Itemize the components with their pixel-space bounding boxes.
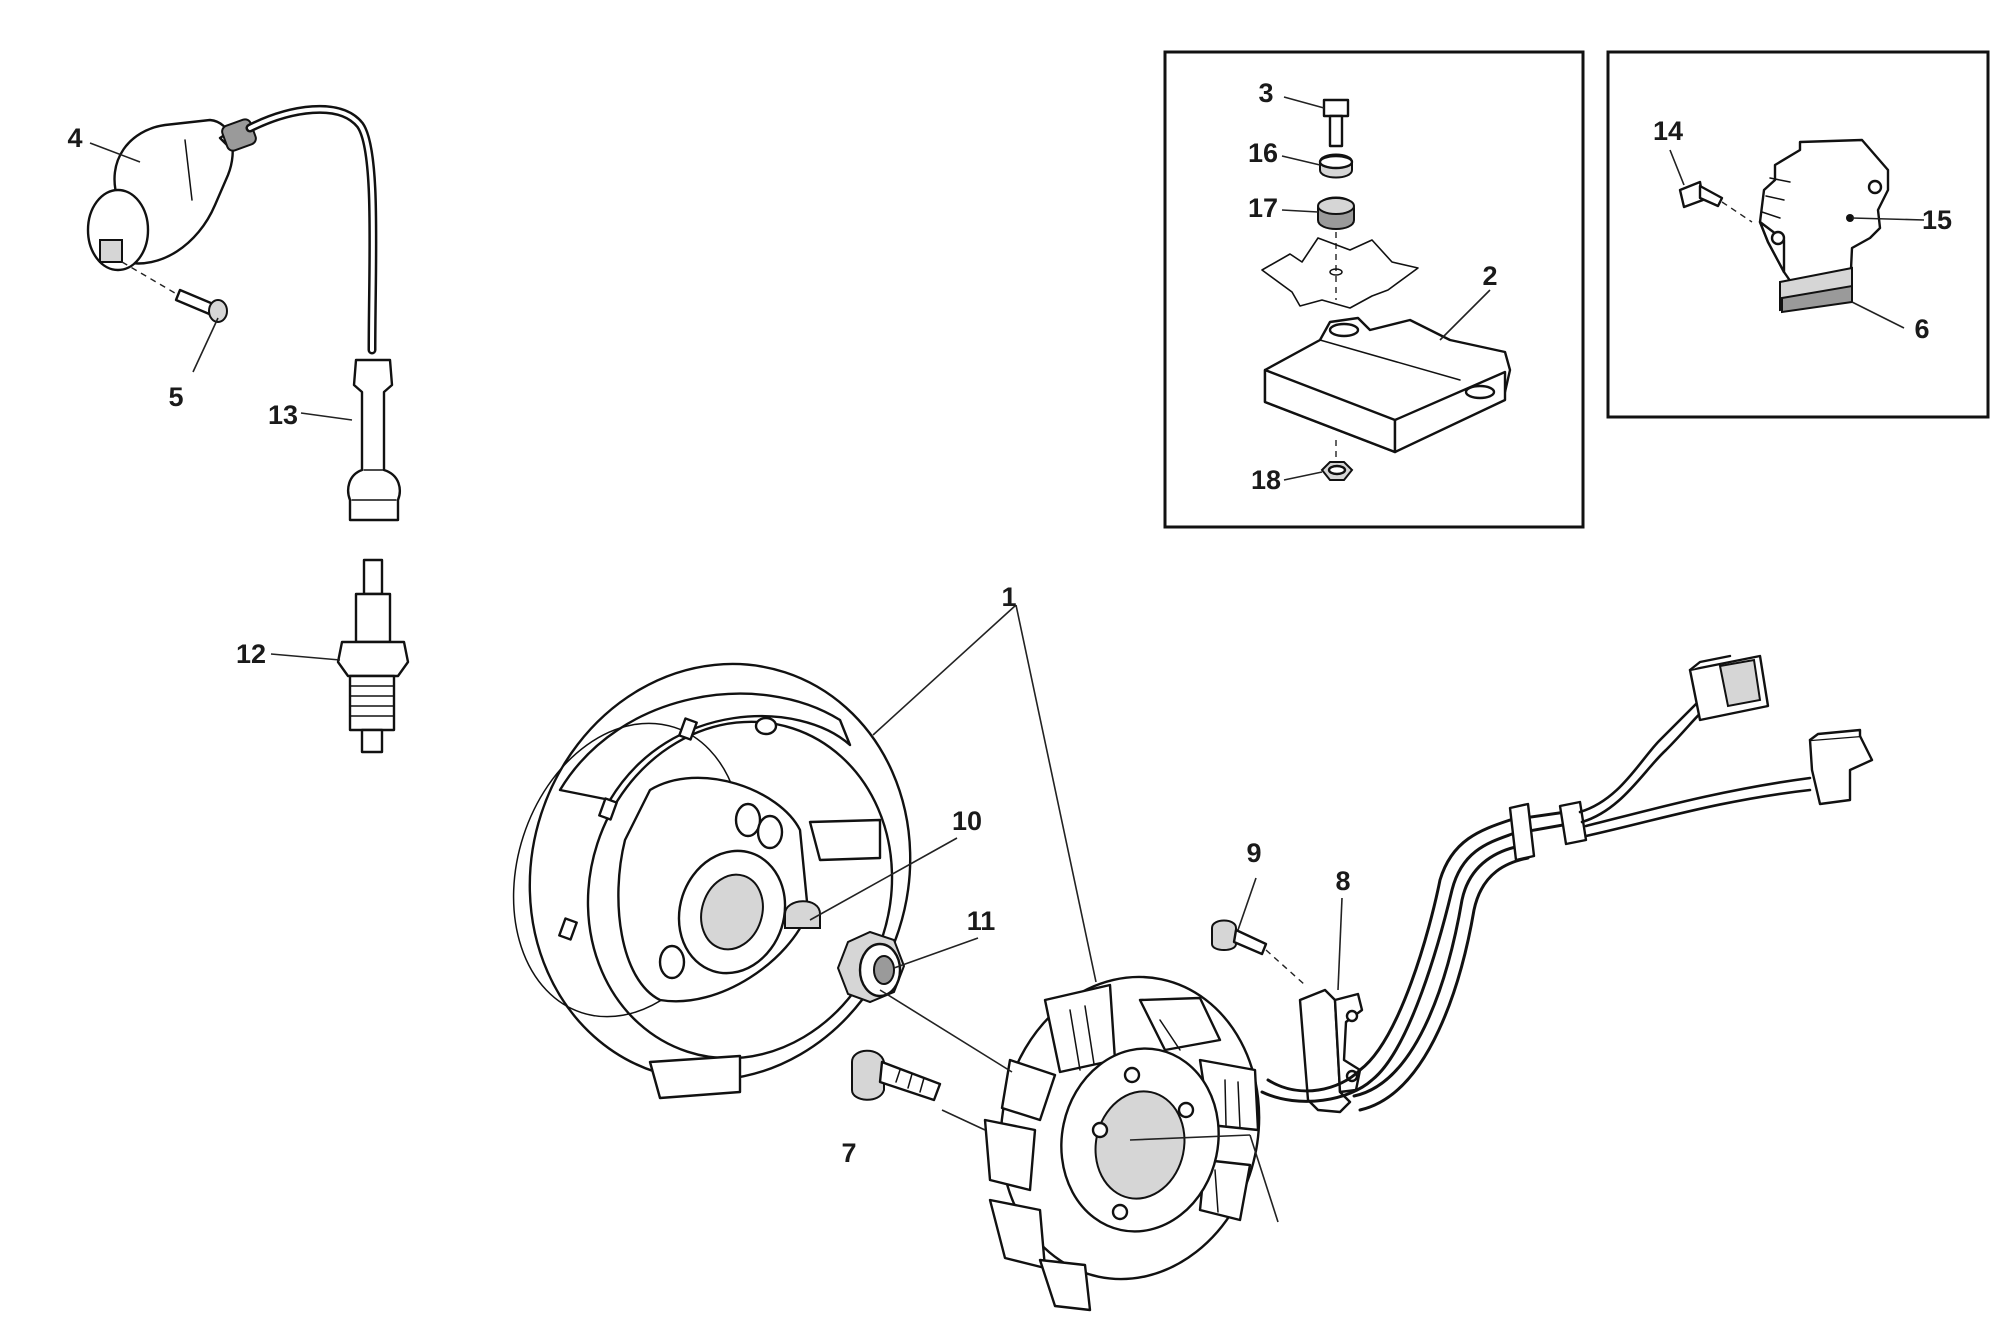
pickup-coil — [1298, 988, 1364, 1114]
callout-15: 15 — [1922, 205, 1952, 235]
spark-plug-cap — [347, 358, 401, 522]
callout-4: 4 — [67, 123, 82, 153]
callout-3: 3 — [1258, 78, 1273, 108]
callout-10: 10 — [952, 806, 982, 836]
callout-11: 11 — [967, 906, 996, 936]
stator-bolt — [851, 1049, 942, 1102]
stator — [983, 975, 1261, 1312]
flywheel-rotor — [512, 662, 912, 1100]
callout-7: 7 — [841, 1138, 856, 1168]
coil-screw — [121, 261, 228, 323]
inset-frame-cdi — [1163, 50, 1585, 529]
callout-2: 2 — [1482, 261, 1497, 291]
flywheel-nut — [836, 930, 906, 1004]
callout-13: 13 — [268, 400, 298, 430]
pickup-screw — [1211, 919, 1306, 986]
callout-12: 12 — [236, 639, 266, 669]
callout-6: 6 — [1914, 314, 1929, 344]
callout-9: 9 — [1246, 838, 1261, 868]
spark-plug — [336, 558, 410, 754]
wiring-harness — [1260, 654, 1874, 1112]
callout-labels: 1 2 3 4 5 6 7 8 9 10 11 12 13 14 15 16 1… — [67, 78, 1952, 1168]
callout-5: 5 — [168, 382, 183, 412]
voltage-regulator — [1678, 138, 1890, 314]
callout-18: 18 — [1251, 465, 1281, 495]
cdi-unit-assembly — [1261, 98, 1512, 481]
callout-14: 14 — [1653, 116, 1683, 146]
inset-frame-regulator — [1606, 50, 1990, 419]
leader-lines — [89, 96, 1925, 1223]
ignition-coil — [86, 104, 378, 355]
callout-1: 1 — [1001, 582, 1016, 612]
callout-17: 17 — [1248, 193, 1278, 223]
callout-8: 8 — [1335, 866, 1350, 896]
callout-16: 16 — [1248, 138, 1278, 168]
